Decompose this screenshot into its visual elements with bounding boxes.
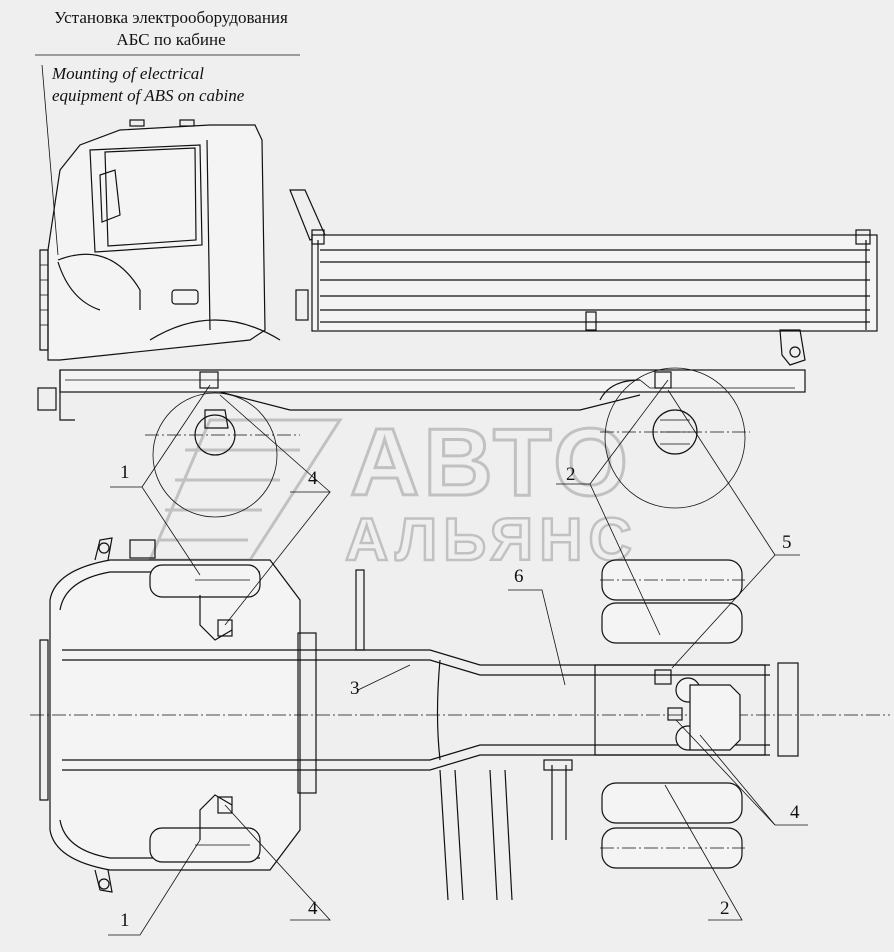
leader-lines bbox=[35, 54, 808, 936]
caption-en-line2: equipment of ABS on cabine bbox=[52, 86, 245, 105]
plan-view-exhaust-pipes bbox=[439, 759, 573, 901]
watermark-line2: АЛЬЯНС bbox=[345, 506, 638, 573]
side-view-rear-wheel bbox=[599, 367, 750, 509]
callout-1-top: 1 bbox=[120, 462, 130, 483]
callout-2-bottom: 2 bbox=[720, 898, 730, 919]
callout-5: 5 bbox=[782, 532, 792, 553]
side-view-cab bbox=[39, 119, 266, 361]
side-view-front-wheel bbox=[145, 319, 300, 518]
caption-ru-line1: Установка электрооборудования bbox=[54, 8, 288, 27]
caption-en-line1: Mounting of electrical bbox=[52, 64, 205, 83]
callout-2-top: 2 bbox=[566, 464, 576, 485]
watermark-line1: АВТО bbox=[350, 409, 632, 516]
rear-axle-components bbox=[654, 669, 741, 751]
callout-4-bottom: 4 bbox=[308, 898, 318, 919]
callout-3: 3 bbox=[350, 678, 360, 699]
front-abs-sensors bbox=[199, 595, 233, 840]
plan-view-frame bbox=[30, 569, 890, 794]
side-view-frame bbox=[37, 369, 806, 421]
side-view-platform bbox=[289, 189, 878, 366]
caption-ru-line2: АБС по кабине bbox=[116, 30, 226, 49]
plan-view-front-tires bbox=[149, 564, 261, 863]
callout-1-bottom: 1 bbox=[120, 910, 130, 931]
callout-4-top: 4 bbox=[308, 468, 318, 489]
watermark-logo: АВТО АЛЬЯНС bbox=[147, 408, 638, 574]
callout-6: 6 bbox=[514, 566, 524, 587]
callout-4-right: 4 bbox=[790, 802, 800, 823]
